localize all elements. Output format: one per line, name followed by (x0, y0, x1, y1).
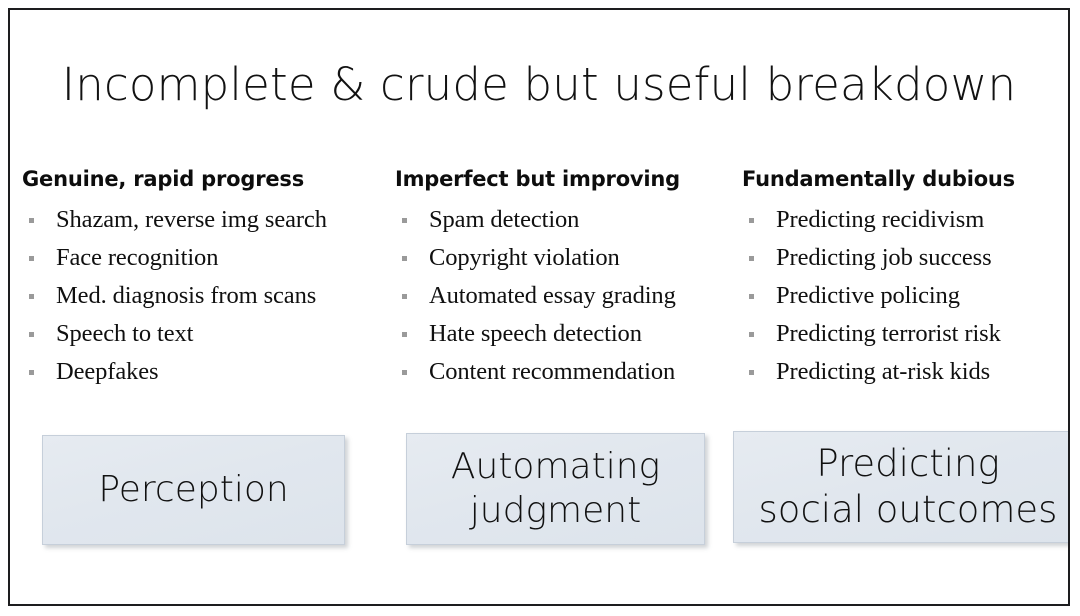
square-bullet-icon (402, 370, 407, 375)
column-header: Fundamentally dubious (742, 167, 1015, 191)
slide-canvas: Incomplete & crude but useful breakdown … (8, 8, 1070, 606)
column-imperfect-but-improving: Imperfect but improving Spam detection C… (395, 166, 741, 391)
square-bullet-icon (29, 294, 34, 299)
column-fundamentally-dubious: Fundamentally dubious Predicting recidiv… (742, 166, 1068, 391)
list-item: Predicting terrorist risk (742, 315, 1068, 353)
breakdown-columns: Genuine, rapid progress Shazam, reverse … (10, 166, 1068, 416)
square-bullet-icon (29, 218, 34, 223)
square-bullet-icon (402, 332, 407, 337)
square-bullet-icon (402, 256, 407, 261)
square-bullet-icon (749, 218, 754, 223)
list-item-label: Shazam, reverse img search (56, 206, 327, 233)
list-item-label: Deepfakes (56, 358, 159, 385)
bullet-list: Spam detection Copyright violation Autom… (395, 201, 741, 391)
square-bullet-icon (29, 370, 34, 375)
square-bullet-icon (749, 256, 754, 261)
column-header: Imperfect but improving (395, 167, 681, 191)
list-item-label: Predictive policing (776, 282, 960, 309)
page-title: Incomplete & crude but useful breakdown (61, 58, 1017, 111)
list-item-label: Predicting at-risk kids (776, 358, 991, 385)
list-item: Predicting at-risk kids (742, 353, 1068, 391)
list-item: Predictive policing (742, 277, 1068, 315)
list-item-label: Copyright violation (429, 244, 620, 271)
category-box-label: Perception (98, 469, 289, 510)
list-item-label: Automated essay grading (429, 282, 676, 309)
square-bullet-icon (29, 256, 34, 261)
list-item-label: Predicting recidivism (776, 206, 985, 233)
list-item: Spam detection (395, 201, 741, 239)
column-genuine-rapid-progress: Genuine, rapid progress Shazam, reverse … (22, 166, 396, 391)
category-box-perception[interactable]: Perception (42, 435, 345, 545)
list-item-label: Predicting job success (776, 244, 992, 271)
list-item-label: Content recommendation (429, 358, 676, 385)
list-item: Hate speech detection (395, 315, 741, 353)
list-item: Med. diagnosis from scans (22, 277, 396, 315)
list-item: Face recognition (22, 239, 396, 277)
list-item-label: Face recognition (56, 244, 219, 271)
list-item: Predicting job success (742, 239, 1068, 277)
list-item-label: Speech to text (56, 320, 194, 347)
square-bullet-icon (29, 332, 34, 337)
list-item-label: Spam detection (429, 206, 580, 233)
list-item: Shazam, reverse img search (22, 201, 396, 239)
list-item-label: Med. diagnosis from scans (56, 282, 317, 309)
square-bullet-icon (749, 370, 754, 375)
list-item: Copyright violation (395, 239, 741, 277)
square-bullet-icon (402, 294, 407, 299)
square-bullet-icon (749, 294, 754, 299)
list-item: Speech to text (22, 315, 396, 353)
list-item-label: Predicting terrorist risk (776, 320, 1001, 347)
column-header: Genuine, rapid progress (22, 167, 305, 191)
list-item: Deepfakes (22, 353, 396, 391)
list-item-label: Hate speech detection (429, 320, 642, 347)
list-item: Content recommendation (395, 353, 741, 391)
list-item: Predicting recidivism (742, 201, 1068, 239)
square-bullet-icon (749, 332, 754, 337)
bullet-list: Shazam, reverse img search Face recognit… (22, 201, 396, 391)
list-item: Automated essay grading (395, 277, 741, 315)
bullet-list: Predicting recidivism Predicting job suc… (742, 201, 1068, 391)
square-bullet-icon (402, 218, 407, 223)
